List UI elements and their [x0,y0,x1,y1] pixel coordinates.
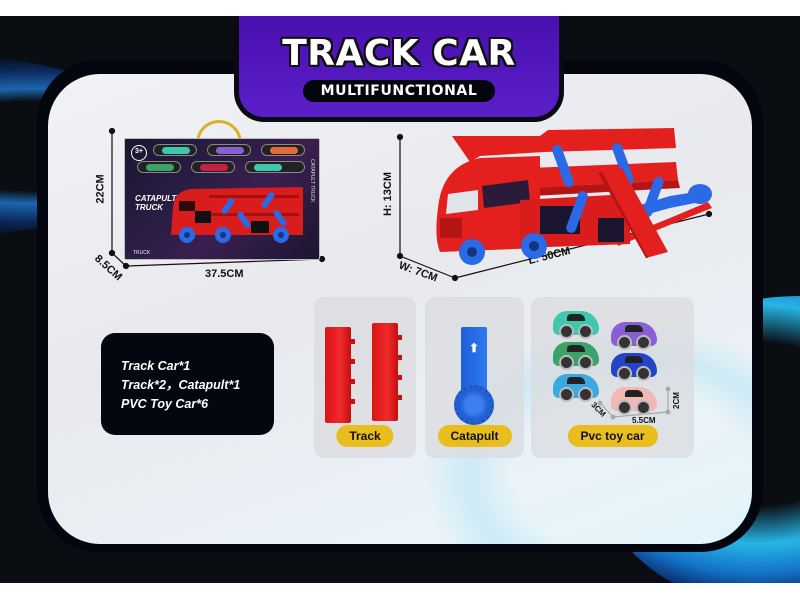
toy-car-image [611,387,657,415]
package-footer-text: TRUCK [133,250,151,256]
package-title: CATAPULT TRUCK [135,194,177,212]
package-width-label: 37.5CM [205,268,244,280]
contents-item: PVC Toy Car*6 [121,397,209,411]
age-badge: 3+ [131,145,147,161]
toy-car-length-label: 5.5CM [632,416,656,425]
toy-car-image [553,342,599,370]
accessory-card-pvc-toy-car: Pvc toy car [531,297,694,458]
pvc-toy-car-label: Pvc toy car [567,425,658,447]
title-banner: TRACK CAR MULTIFUNCTIONAL [234,16,564,122]
package-side-text: CATAPULT TRUCK [309,159,315,203]
track-piece-image [372,323,402,421]
package-truck-illustration [171,187,303,243]
contents-item: Track*2，Catapult*1 [121,378,241,392]
package-box-image: 3+ CATAPULT TRUCK CATAPULT TRUCK TRUCK [124,138,320,260]
track-piece-image [325,327,355,423]
catapult-arm-image [461,327,487,393]
toy-car-image [611,322,657,350]
track-label: Track [336,425,394,447]
subtitle-badge: MULTIFUNCTIONAL [302,80,496,102]
page-title: TRACK CAR [282,33,516,74]
accessory-card-track: Track [314,297,416,458]
truck-height-label: H: 13CM [382,171,395,217]
catapult-label: Catapult [437,425,512,447]
accessory-card-catapult: ⬆ Catapult [425,297,524,458]
toy-car-image [553,311,599,339]
arrow-up-icon: ⬆ [469,341,480,355]
contents-item: Track Car*1 [121,359,191,373]
toy-car-height-label: 2CM [671,392,681,409]
toy-car-image [611,353,657,381]
package-height-label: 22CM [94,174,107,204]
toy-car-image [553,374,599,402]
contents-list: Track Car*1 Track*2，Catapult*1 PVC Toy C… [101,333,274,435]
track-car-truck-image [436,128,712,265]
catapult-wheel-image [454,385,494,425]
